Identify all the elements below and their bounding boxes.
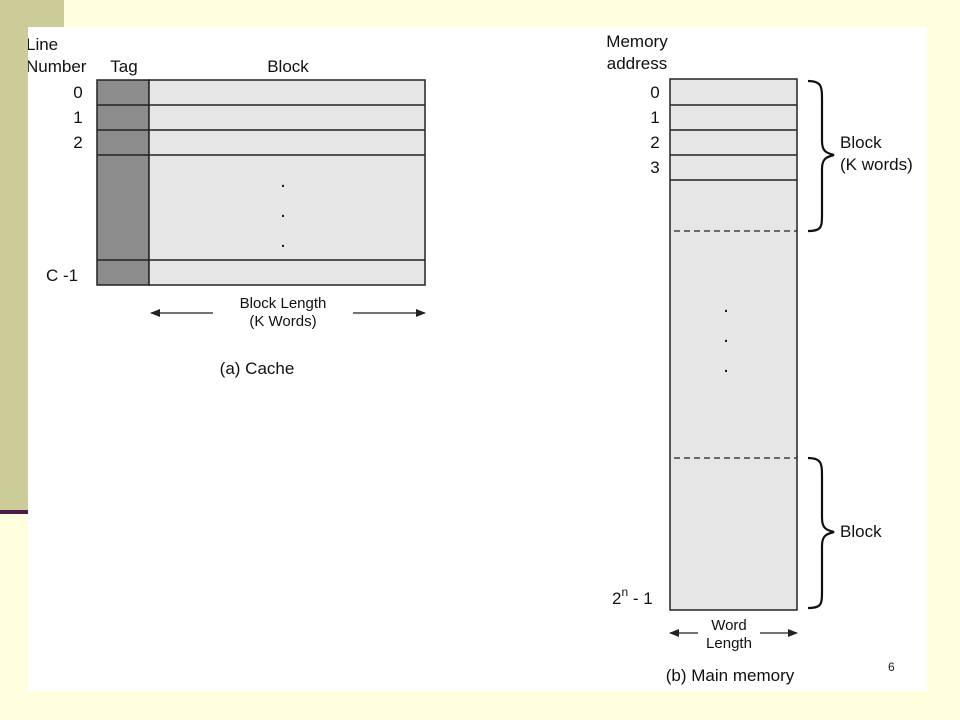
- memory-header-1: Memory: [606, 32, 668, 51]
- memory-header-2: address: [607, 54, 667, 73]
- brace-label-top-1: Block: [840, 133, 882, 152]
- cache-line-header-2: Number: [28, 57, 87, 76]
- diagram: Line Number Tag Block 0 1 2 C -1 . . . B…: [28, 32, 913, 685]
- memory-row-label: 1: [650, 108, 659, 127]
- word-length-label-1: Word: [711, 617, 747, 634]
- accent-line: [0, 510, 28, 514]
- memory-last-row-label: 2n - 1: [612, 585, 653, 608]
- brace-top: [807, 79, 835, 233]
- cache-block-header: Block: [267, 57, 309, 76]
- memory-ellipsis-dot: .: [723, 295, 729, 317]
- cache-caption: (a) Cache: [220, 359, 295, 378]
- cache-ellipsis-dot: .: [280, 230, 286, 252]
- cache-row-label: 1: [73, 108, 82, 127]
- memory-ellipsis-dot: .: [723, 355, 729, 377]
- cache-line-header-1: Line: [28, 35, 58, 54]
- memory-row-label: 2: [650, 133, 659, 152]
- cache-tag-column: [96, 79, 150, 286]
- memory-column: [669, 78, 798, 611]
- word-length-label-2: Length: [706, 635, 752, 652]
- memory-row-label: 3: [650, 158, 659, 177]
- cache-row-label: 2: [73, 133, 82, 152]
- cache-ellipsis-dot: .: [280, 170, 286, 192]
- block-length-label-2: (K Words): [249, 313, 316, 330]
- page-number: 6: [888, 660, 895, 674]
- memory-ellipsis-dot: .: [723, 325, 729, 347]
- memory-row-label: 0: [650, 83, 659, 102]
- word-length-label-bg: [698, 615, 760, 655]
- brace-bottom: [807, 456, 835, 610]
- cache-row-label: 0: [73, 83, 82, 102]
- brace-label-top-2: (K words): [840, 155, 913, 174]
- cache-row-label: C -1: [46, 266, 78, 285]
- memory-caption: (b) Main memory: [666, 666, 795, 685]
- block-length-label-bg: [213, 293, 353, 333]
- block-length-label-1: Block Length: [240, 295, 327, 312]
- cache-tag-header: Tag: [110, 57, 137, 76]
- cache-ellipsis-dot: .: [280, 200, 286, 222]
- last-row-suffix: - 1: [628, 589, 653, 608]
- last-row-base: 2: [612, 589, 621, 608]
- brace-label-bottom: Block: [840, 522, 882, 541]
- last-row-exponent: n: [621, 585, 628, 599]
- cache-block-column: [148, 79, 426, 286]
- slide-canvas: Line Number Tag Block 0 1 2 C -1 . . . B…: [28, 27, 927, 691]
